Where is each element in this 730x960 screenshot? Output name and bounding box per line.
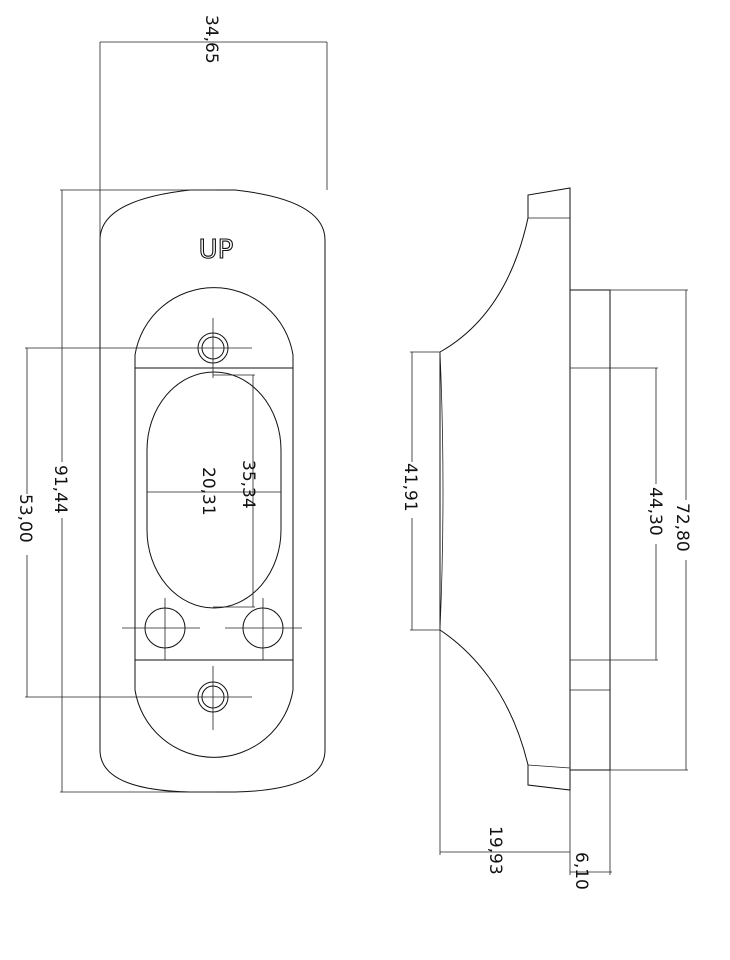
slot-length-label: 35,34 [238,460,258,509]
hole-spacing-dimension: 53,00 [15,347,180,698]
side-view: 41,91 72,80 44,30 19,93 [400,187,692,890]
svg-text:91,44: 91,44 [50,465,70,514]
plate-outline [99,189,326,793]
up-label: UP [199,235,234,265]
recess-rectangle [134,367,294,661]
depth-dimension: 19,93 [439,630,571,875]
svg-text:34,65: 34,65 [201,15,221,64]
side-body-profile [439,187,571,791]
lower-right-hole [225,598,302,660]
svg-text:41,91: 41,91 [400,463,420,512]
inner-raised-area [134,287,294,368]
bottom-mounting-hole [180,666,252,730]
overall-height-dimension: 72,80 [610,289,692,771]
slot-width-label: 20,31 [198,467,218,516]
side-mount-box [569,289,611,771]
top-mounting-hole [180,318,252,378]
front-view: UP 34,65 91,44 53,00 35,34 20,31 [15,15,328,793]
flange-dimension: 6,10 [570,770,612,890]
svg-text:72,80: 72,80 [672,503,692,552]
inner-raised-area-bottom [134,660,294,758]
height-dimension: 91,44 [50,189,215,793]
svg-text:44,30: 44,30 [645,487,665,536]
svg-text:6,10: 6,10 [571,852,591,890]
svg-text:53,00: 53,00 [15,494,35,543]
oblong-slot [146,371,282,609]
width-dimension: 34,65 [99,15,328,240]
inner-height-dimension: 44,30 [610,367,665,661]
lower-left-hole [122,598,200,660]
face-height-dimension: 41,91 [400,351,440,631]
svg-text:19,93: 19,93 [485,826,505,875]
